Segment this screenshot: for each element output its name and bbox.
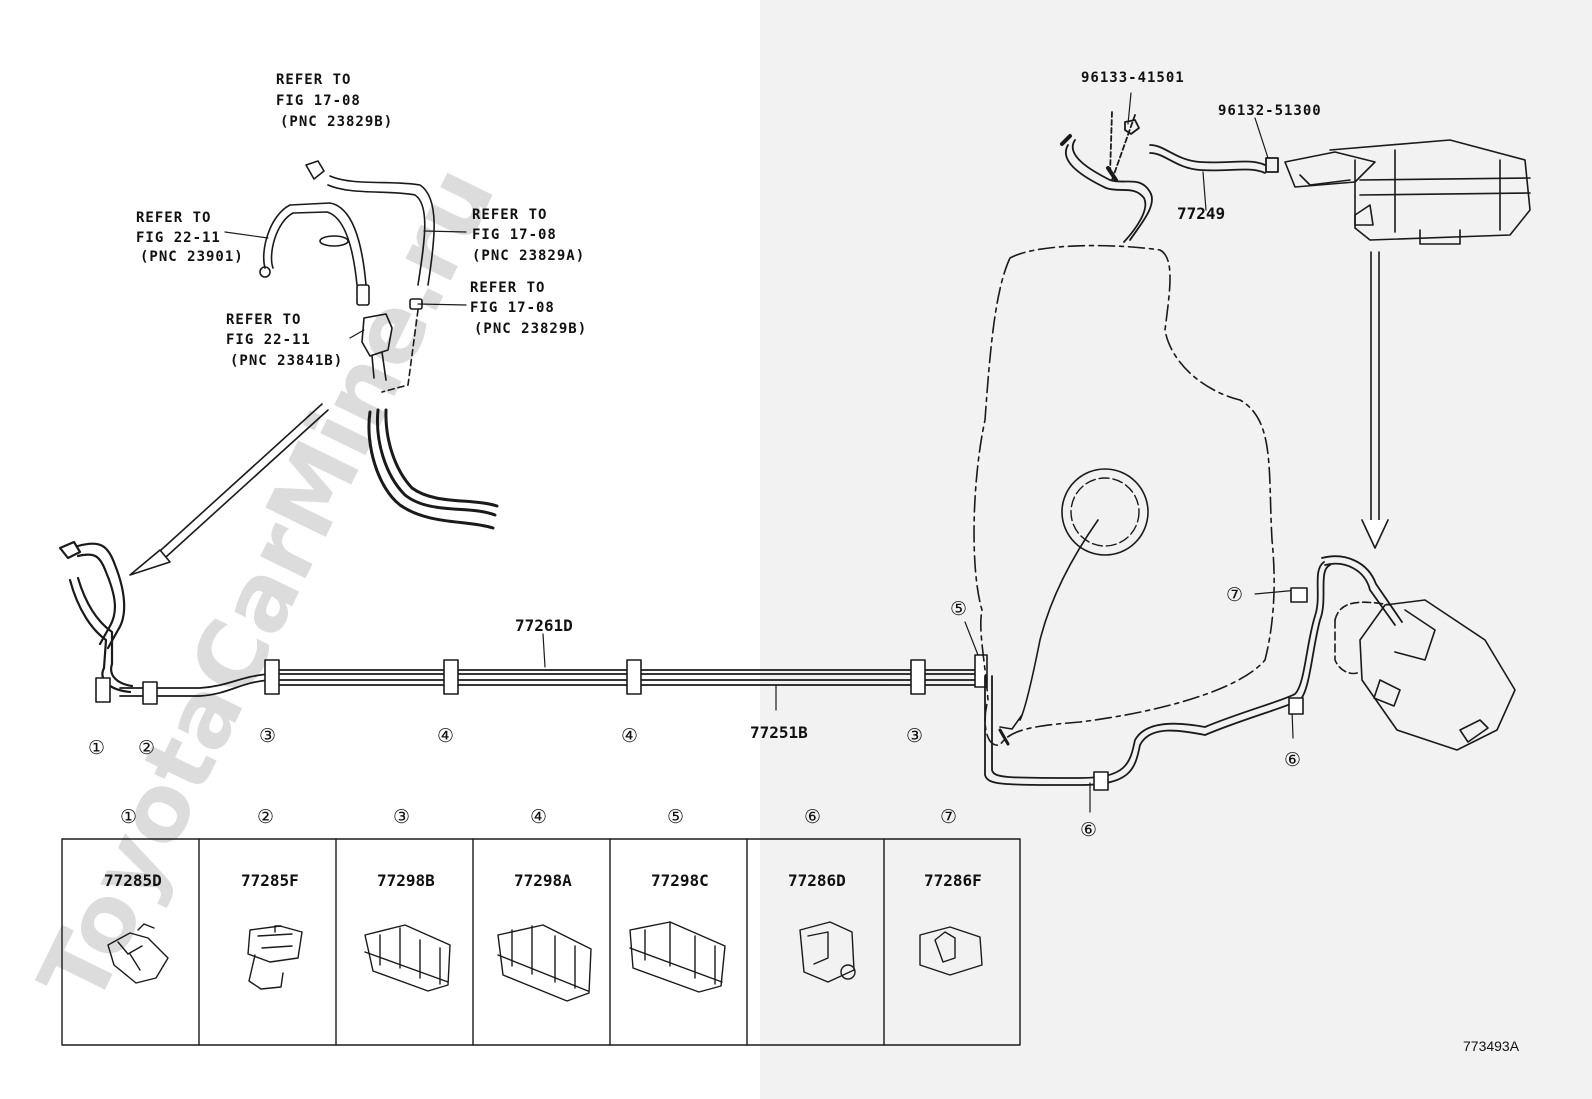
leader-lines bbox=[224, 92, 1299, 813]
clip-marker: ④ bbox=[437, 725, 454, 747]
clip-77285d-drawing bbox=[107, 923, 169, 984]
svg-text:REFER TO: REFER TO bbox=[276, 72, 351, 88]
direction-arrows bbox=[129, 251, 1389, 576]
clip-marker: ① bbox=[88, 737, 105, 759]
legend-marker: ④ bbox=[530, 806, 547, 828]
legend-marker: ② bbox=[257, 806, 274, 828]
clip-marker: ④ bbox=[621, 725, 638, 747]
charcoal-canister-top bbox=[1284, 139, 1531, 245]
legend-part: 77286F bbox=[924, 871, 982, 890]
legend-marker: ⑦ bbox=[940, 806, 957, 828]
clip-77286d-drawing bbox=[799, 921, 856, 983]
clip-77298b-drawing bbox=[364, 924, 451, 992]
svg-text:REFER TO: REFER TO bbox=[226, 312, 301, 328]
svg-text:(PNC 23829B): (PNC 23829B) bbox=[474, 321, 587, 337]
legend-markers: ① ② ③ ④ ⑤ ⑥ ⑦ bbox=[120, 806, 957, 828]
upper-hose-assembly bbox=[259, 160, 499, 530]
callout-fig17-low: REFER TO FIG 17-08 (PNC 23829B) bbox=[470, 280, 587, 337]
svg-text:FIG 22-11: FIG 22-11 bbox=[136, 230, 221, 246]
tank-side-clips bbox=[1093, 587, 1308, 791]
svg-text:FIG 22-11: FIG 22-11 bbox=[226, 332, 311, 348]
clip-marker: ⑥ bbox=[1284, 749, 1301, 771]
tank-side-tubes bbox=[984, 555, 1403, 786]
clip-marker: ⑦ bbox=[1226, 584, 1243, 606]
part-77249: 77249 bbox=[1177, 204, 1225, 223]
legend-part-numbers: 77285D 77285F 77298B 77298A 77298C 77286… bbox=[104, 871, 982, 890]
legend-marker: ⑤ bbox=[667, 806, 684, 828]
svg-text:FIG 17-08: FIG 17-08 bbox=[470, 300, 555, 316]
vent-hose-assembly bbox=[1060, 111, 1279, 243]
callout-fig17-top: REFER TO FIG 17-08 (PNC 23829B) bbox=[276, 72, 393, 130]
svg-text:(PNC 23841B): (PNC 23841B) bbox=[230, 353, 343, 369]
legend-part: 77298A bbox=[514, 871, 572, 890]
callout-fig22-left: REFER TO FIG 22-11 (PNC 23901) bbox=[136, 210, 244, 265]
svg-text:FIG 17-08: FIG 17-08 bbox=[276, 93, 361, 109]
legend-marker: ⑥ bbox=[804, 806, 821, 828]
clip-marker: ⑤ bbox=[950, 598, 967, 620]
clip-77298a-drawing bbox=[497, 924, 592, 1002]
svg-text:REFER TO: REFER TO bbox=[470, 280, 545, 296]
svg-text:(PNC 23901): (PNC 23901) bbox=[140, 249, 244, 265]
clip-marker: ② bbox=[138, 737, 155, 759]
callout-fig22-low: REFER TO FIG 22-11 (PNC 23841B) bbox=[226, 312, 343, 369]
legend-part: 77285F bbox=[241, 871, 299, 890]
svg-text:(PNC 23829B): (PNC 23829B) bbox=[280, 114, 393, 130]
legend-part: 77285D bbox=[104, 871, 162, 890]
left-end-fittings bbox=[58, 540, 134, 694]
clip-77285f-drawing bbox=[247, 925, 303, 990]
charcoal-canister-bottom bbox=[1334, 599, 1516, 751]
legend-marker: ① bbox=[120, 806, 137, 828]
diagram-code: 773493A bbox=[1463, 1038, 1520, 1054]
fuel-tank-outline bbox=[973, 244, 1275, 746]
clip-marker: ③ bbox=[906, 725, 923, 747]
part-77261d: 77261D bbox=[515, 616, 573, 635]
main-line-clips bbox=[95, 654, 988, 705]
clip-marker: ③ bbox=[259, 725, 276, 747]
legend-part: 77286D bbox=[788, 871, 846, 890]
svg-text:FIG 17-08: FIG 17-08 bbox=[472, 227, 557, 243]
part-96132-51300: 96132-51300 bbox=[1218, 103, 1322, 119]
legend-part: 77298C bbox=[651, 871, 709, 890]
clip-position-markers: ① ② ③ ④ ④ ③ ⑤ ⑥ ⑥ ⑦ bbox=[88, 584, 1301, 841]
svg-text:REFER TO: REFER TO bbox=[472, 207, 547, 223]
svg-text:(PNC 23829A): (PNC 23829A) bbox=[472, 248, 585, 264]
clip-legend-table bbox=[61, 838, 1021, 1046]
clip-marker: ⑥ bbox=[1080, 819, 1097, 841]
filler-neck bbox=[1061, 468, 1149, 556]
part-96133-41501: 96133-41501 bbox=[1081, 70, 1185, 86]
background-right bbox=[760, 0, 1592, 1099]
clip-77286f-drawing bbox=[919, 926, 983, 976]
legend-part: 77298B bbox=[377, 871, 435, 890]
callout-fig17-mid: REFER TO FIG 17-08 (PNC 23829A) bbox=[472, 207, 585, 264]
legend-marker: ③ bbox=[393, 806, 410, 828]
part-77251b: 77251B bbox=[750, 723, 808, 742]
clip-77298c-drawing bbox=[629, 921, 726, 993]
svg-text:REFER TO: REFER TO bbox=[136, 210, 211, 226]
